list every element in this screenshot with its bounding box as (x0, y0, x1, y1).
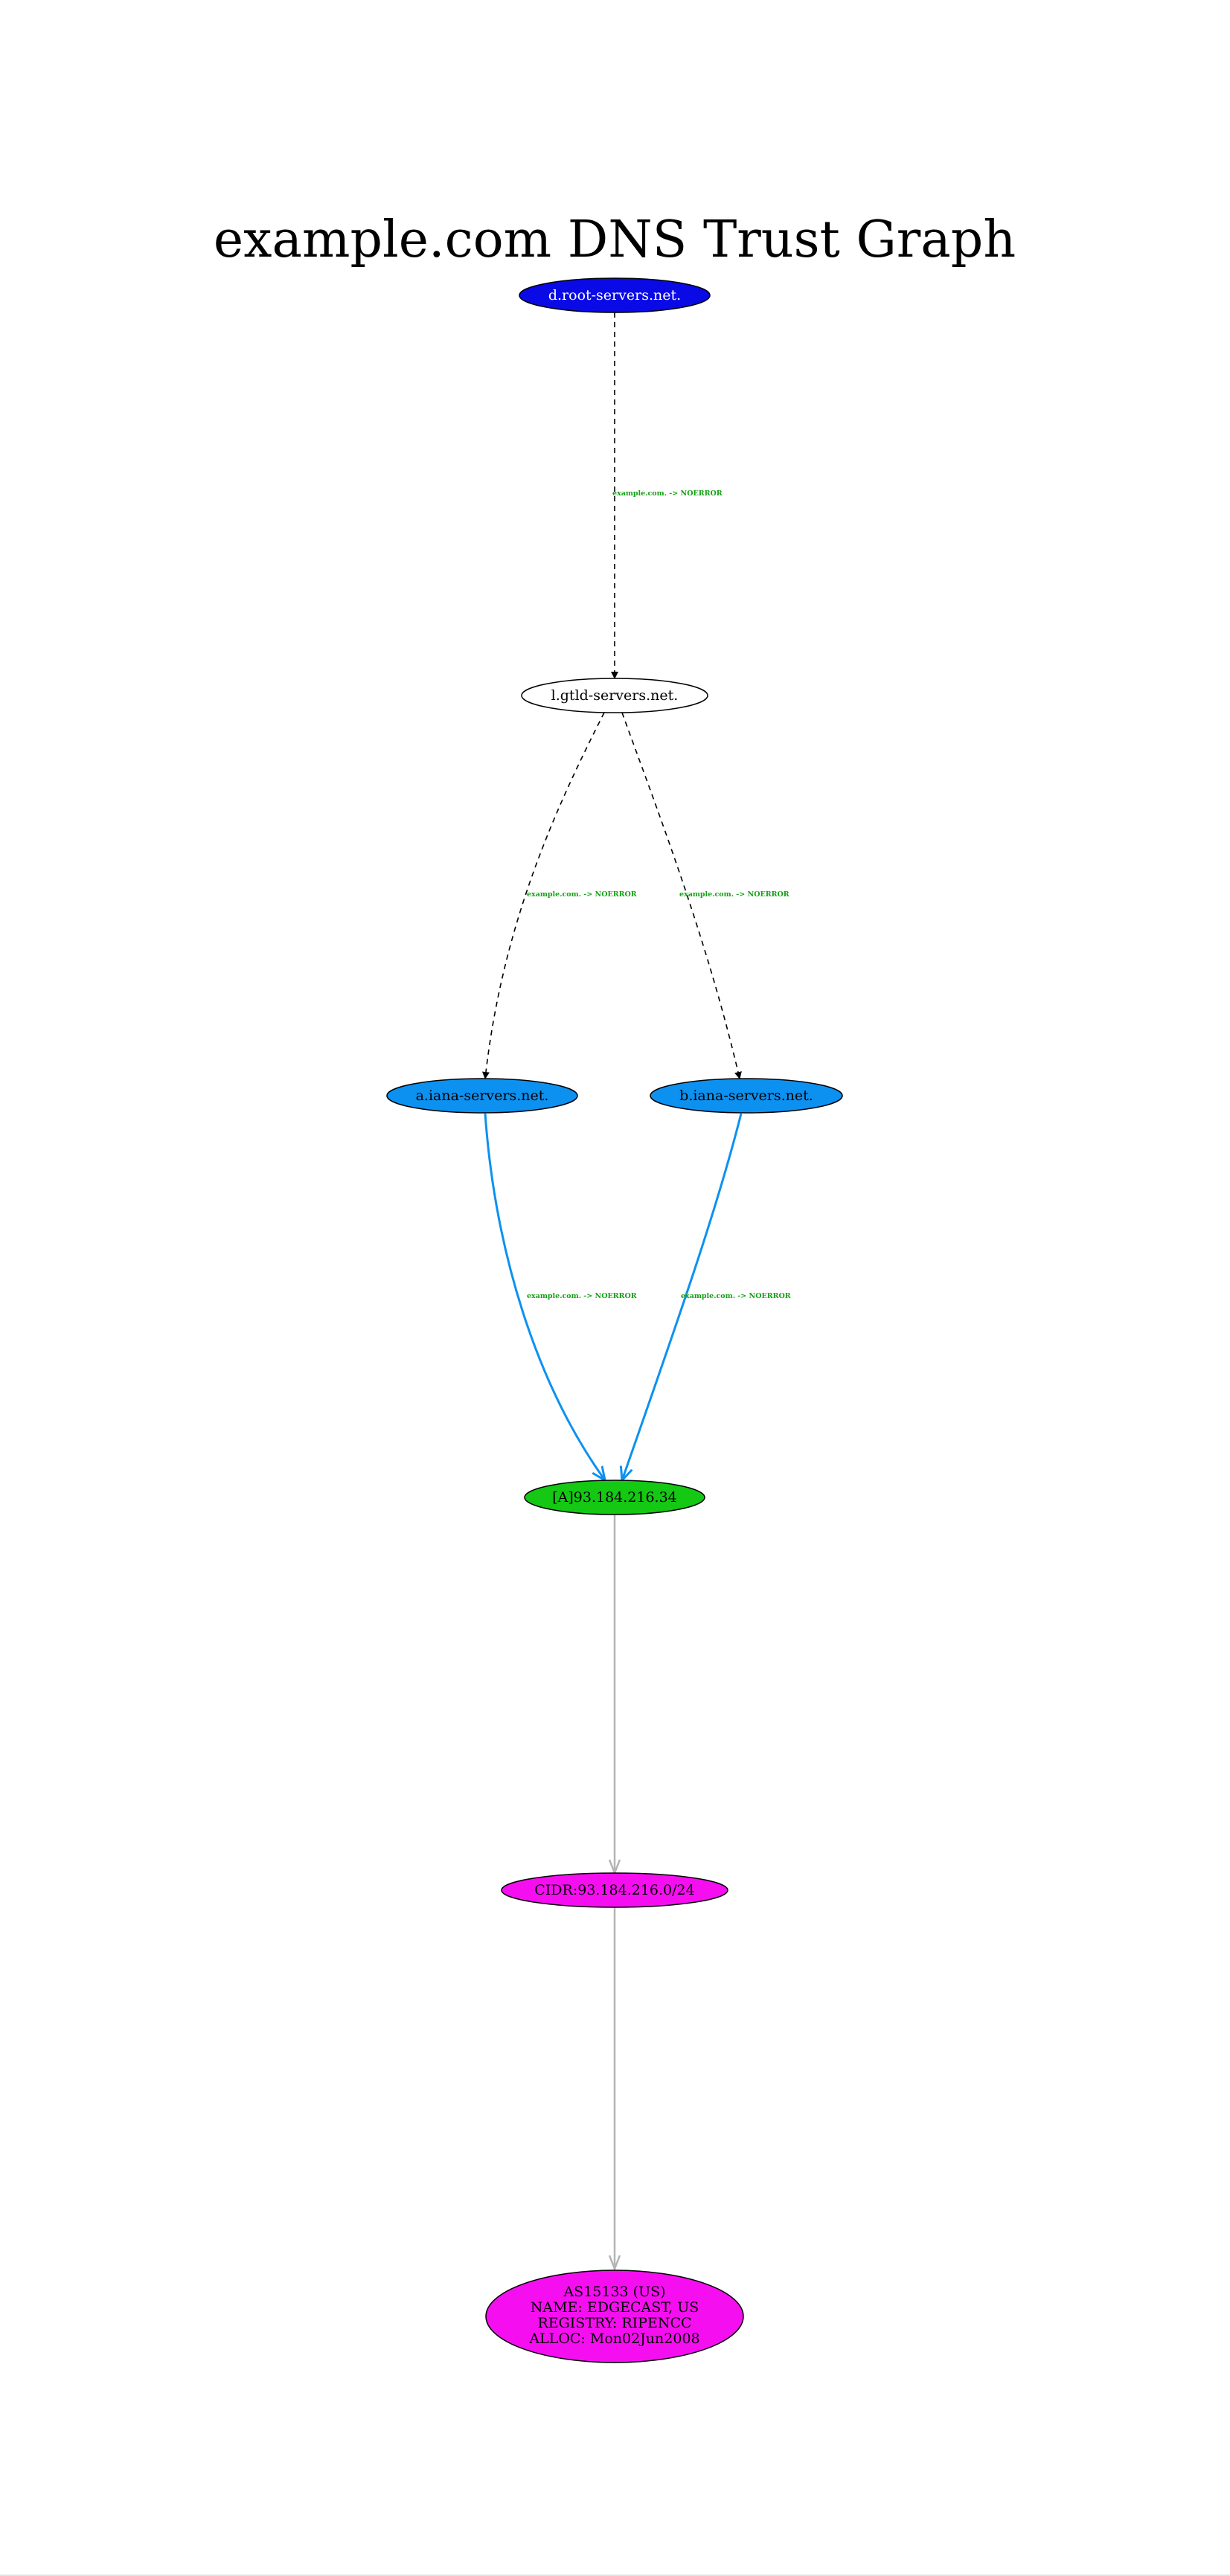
node-cidr: CIDR:93.184.216.0/24 (501, 1872, 728, 1908)
edge-gtld-to-iana-a (482, 712, 605, 1079)
edge-label-root-to-gtld: example.com. -> NOERROR (612, 489, 723, 498)
node-iana-b-label: b.iana-servers.net. (679, 1088, 813, 1104)
node-a-record: [A]93.184.216.34 (524, 1480, 705, 1515)
edge-label-gtld-to-iana-a: example.com. -> NOERROR (527, 890, 637, 899)
edge-label-iana-a-to-a-record: example.com. -> NOERROR (527, 1292, 637, 1300)
node-iana-a-label: a.iana-servers.net. (416, 1088, 549, 1104)
edge-iana-a-to-a-record (484, 1113, 605, 1480)
edge-label-iana-b-to-a-record: example.com. -> NOERROR (681, 1292, 791, 1300)
node-asn-line-2: NAME: EDGECAST, US (531, 2299, 699, 2316)
node-asn-line-3: REGISTRY: RIPENCC (537, 2315, 691, 2331)
edge-iana-b-to-a-record (622, 1113, 743, 1480)
node-asn-line-1: AS15133 (US) (563, 2284, 665, 2300)
node-a-record-shape (524, 1480, 705, 1515)
node-root-server-shape (519, 277, 711, 313)
node-asn-shape (485, 2270, 744, 2363)
node-iana-b-shape (650, 1078, 843, 1114)
node-iana-a: a.iana-servers.net. (386, 1078, 578, 1114)
node-gtld-server-shape (521, 678, 708, 713)
node-cidr-shape (501, 1872, 728, 1908)
graph-title: example.com DNS Trust Graph (214, 211, 1016, 269)
node-root-server-label: d.root-servers.net. (548, 287, 681, 303)
node-cidr-label: CIDR:93.184.216.0/24 (534, 1882, 694, 1898)
edges: example.com. -> NOERROR example.com. -> … (482, 312, 791, 2269)
node-asn-line-4: ALLOC: Mon02Jun2008 (528, 2331, 699, 2347)
bottom-divider (0, 2575, 1230, 2576)
edge-gtld-to-iana-b (621, 712, 742, 1079)
node-a-record-label: [A]93.184.216.34 (552, 1489, 677, 1506)
node-iana-a-shape (386, 1078, 578, 1114)
node-gtld-server: l.gtld-servers.net. (521, 678, 708, 713)
node-asn: AS15133 (US) NAME: EDGECAST, US REGISTRY… (485, 2270, 744, 2363)
node-iana-b: b.iana-servers.net. (650, 1078, 843, 1114)
node-root-server: d.root-servers.net. (519, 277, 711, 313)
node-gtld-server-label: l.gtld-servers.net. (551, 687, 679, 704)
edge-label-gtld-to-iana-b: example.com. -> NOERROR (679, 890, 789, 899)
